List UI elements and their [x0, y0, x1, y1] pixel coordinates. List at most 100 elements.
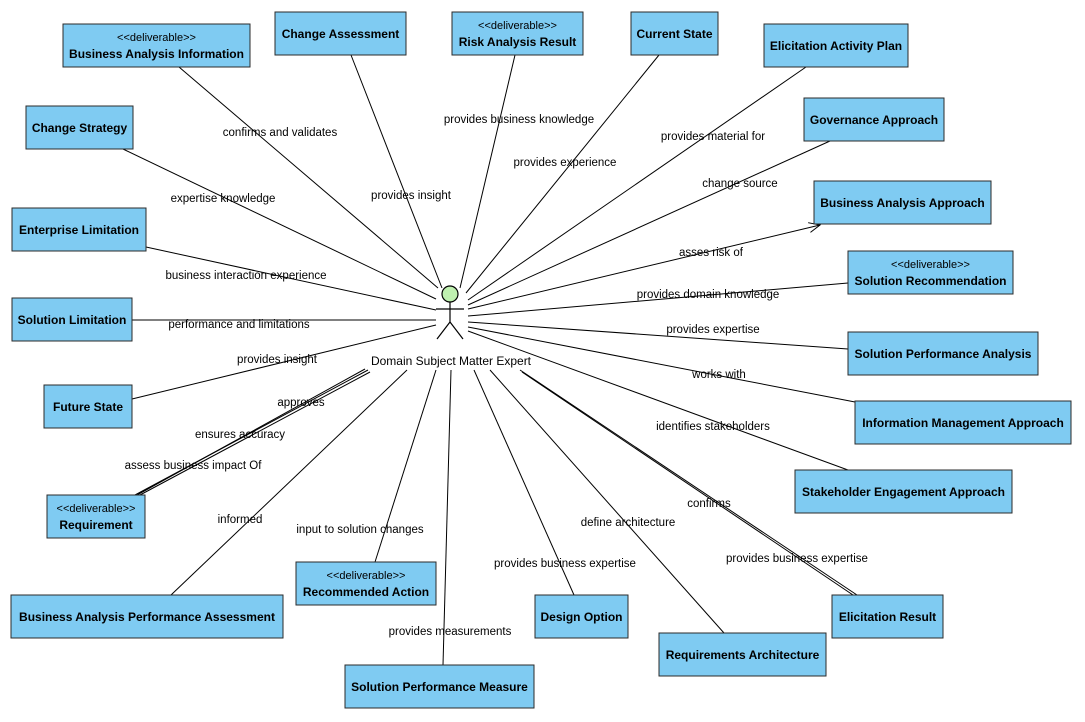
edge-label: business interaction experience [165, 270, 326, 282]
node-label: Governance Approach [810, 113, 938, 127]
node-box [831, 594, 944, 639]
edge-line [131, 324, 437, 400]
edge-line [459, 54, 516, 289]
edge-stakeholder-engagement-approach[interactable]: identifies stakeholders [467, 330, 849, 471]
edge-line [374, 369, 437, 563]
node-stakeholder-engagement-approach[interactable]: Stakeholder Engagement Approach [794, 469, 1013, 514]
edge-line [467, 66, 807, 301]
node-stereotype: <<deliverable>> [327, 570, 406, 582]
node-elicitation-activity-plan[interactable]: Elicitation Activity Plan [763, 23, 909, 68]
edge-line [465, 54, 660, 294]
node-box [46, 494, 146, 539]
node-solution-recommendation[interactable]: <<deliverable>>Solution Recommendation [847, 250, 1014, 295]
edge-elicitation-activity-plan[interactable]: provides material for [467, 66, 807, 301]
node-label: Elicitation Activity Plan [770, 39, 902, 53]
edge-label: provides insight [237, 354, 318, 366]
node-business-analysis-approach[interactable]: Business Analysis Approach [813, 180, 992, 225]
node-label: Business Analysis Information [69, 47, 244, 61]
edge-change-assessment[interactable]: provides insight [350, 54, 452, 289]
edge-label: provides expertise [666, 324, 759, 336]
edge-risk-analysis-result[interactable]: provides business knowledge [444, 54, 594, 289]
node-recommended-action[interactable]: <<deliverable>> Recommended Action [295, 561, 437, 606]
edge-line [521, 371, 854, 596]
edge-solution-performance-measure[interactable]: provides measurements [389, 369, 512, 666]
node-box [62, 23, 251, 68]
node-box [630, 11, 719, 56]
edge-future-state[interactable]: provides insight [131, 324, 437, 400]
node-label: Stakeholder Engagement Approach [802, 485, 1005, 499]
node-box [847, 250, 1014, 295]
node-box [295, 561, 437, 606]
node-label: Requirements Architecture [666, 648, 820, 662]
node-stereotype: <<deliverable>> [117, 32, 196, 44]
actor-leg-right [449, 321, 464, 340]
node-design-option[interactable]: Design Option [534, 594, 629, 639]
node-label: Business Analysis Performance Assessment [19, 610, 275, 624]
node-label: Recommended Action [303, 585, 429, 599]
node-business-analysis-information[interactable]: <<deliverable>> Business Analysis Informa… [62, 23, 251, 68]
edge-elicitation-result[interactable]: confirms [519, 369, 858, 596]
edge-label: asses risk of [679, 247, 744, 259]
node-change-assessment[interactable]: Change Assessment [274, 11, 407, 56]
edge-elicitation-result[interactable]: provides business expertise [521, 371, 868, 596]
edge-solution-performance-analysis[interactable]: provides expertise [467, 321, 849, 350]
node-information-management-approach[interactable]: Information Management Approach [854, 400, 1072, 445]
node-label: Risk Analysis Result [459, 35, 577, 49]
actor[interactable]: Domain Subject Matter Expert [371, 285, 532, 368]
edge-business-analysis-performance-assessment[interactable]: informed [170, 369, 408, 596]
edge-line [489, 369, 725, 634]
edge-governance-approach[interactable]: change source [467, 140, 831, 306]
node-current-state[interactable]: Current State [630, 11, 719, 56]
node-governance-approach[interactable]: Governance Approach [803, 97, 945, 142]
node-box [274, 11, 407, 56]
node-risk-analysis-result[interactable]: <<deliverable>>Risk Analysis Result [451, 11, 584, 56]
node-box [803, 97, 945, 142]
edge-line [467, 326, 856, 403]
edge-line [467, 321, 849, 350]
node-label: Solution Limitation [18, 313, 127, 327]
node-requirements-architecture[interactable]: Requirements Architecture [658, 632, 827, 677]
node-solution-performance-analysis[interactable]: Solution Performance Analysis [847, 331, 1039, 376]
node-change-strategy[interactable]: Change Strategy [25, 105, 134, 150]
edge-line [178, 66, 439, 289]
node-box [534, 594, 629, 639]
edge-recommended-action[interactable]: input to solution changes [296, 369, 437, 563]
edge-line [467, 224, 821, 310]
actor-leg-left [436, 321, 451, 340]
edge-solution-limitation[interactable]: performance and limitations [132, 319, 436, 331]
edge-information-management-approach[interactable]: works with [467, 326, 856, 403]
node-business-analysis-performance-assessment[interactable]: Business Analysis Performance Assessment [10, 594, 284, 639]
edge-label: approves [277, 397, 325, 409]
edge-requirement[interactable]: assess business impact Of [125, 371, 371, 496]
edge-requirement[interactable]: ensures accuracy [134, 369, 369, 496]
edge-current-state[interactable]: provides experience [465, 54, 660, 294]
node-requirement[interactable]: <<deliverable>>Requirement [46, 494, 146, 539]
node-label: Requirement [59, 518, 132, 532]
edge-label: provides experience [514, 157, 617, 169]
node-future-state[interactable]: Future State [43, 384, 133, 429]
edge-business-analysis-information[interactable]: confirms and validates [178, 66, 439, 289]
node-label: Solution Performance Measure [351, 680, 528, 694]
edge-label: provides measurements [389, 626, 512, 638]
edge-enterprise-limitation[interactable]: business interaction experience [145, 246, 437, 311]
node-box [854, 400, 1072, 445]
edge-label: performance and limitations [168, 319, 310, 331]
edge-requirements-architecture[interactable]: define architecture [489, 369, 725, 634]
node-solution-limitation[interactable]: Solution Limitation [11, 297, 133, 342]
node-solution-performance-measure[interactable]: Solution Performance Measure [344, 664, 535, 709]
edge-business-analysis-approach[interactable]: asses risk of [467, 222, 822, 310]
edge-label: informed [218, 514, 263, 526]
node-elicitation-result[interactable]: Elicitation Result [831, 594, 944, 639]
edge-design-option[interactable]: provides business expertise [473, 369, 636, 596]
node-enterprise-limitation[interactable]: Enterprise Limitation [11, 207, 147, 252]
edge-label: provides domain knowledge [637, 289, 780, 301]
edge-line [350, 54, 443, 289]
node-label: Enterprise Limitation [19, 223, 139, 237]
node-box [25, 105, 134, 150]
edge-line [442, 369, 452, 666]
node-box [11, 207, 147, 252]
edge-solution-recommendation[interactable]: provides domain knowledge [467, 282, 849, 317]
edge-change-strategy[interactable]: expertise knowledge [122, 148, 437, 300]
